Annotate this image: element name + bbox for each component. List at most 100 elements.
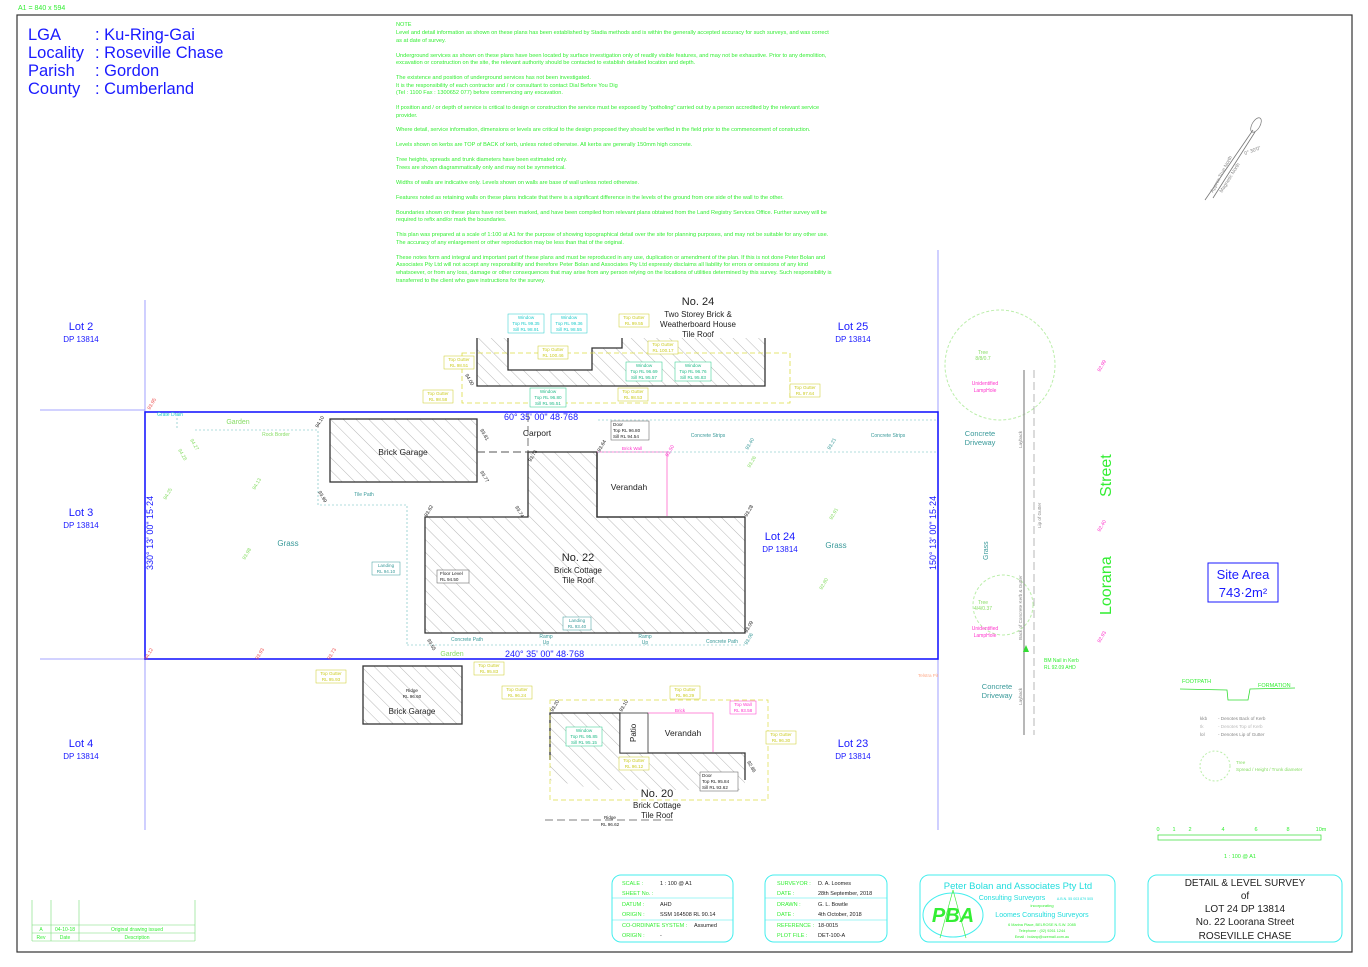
scale-tick: 2 [1188, 827, 1191, 833]
note-line: transferred to the client who gave instr… [396, 278, 546, 284]
carport-label: Carport [523, 428, 552, 438]
window-label: Sill RL 98.91 [513, 327, 539, 332]
note-line: whatsoever, or from any loss, damage or … [395, 270, 832, 276]
info-key: SURVEYOR : [777, 881, 811, 887]
lga-value: : Ku-Ring-Gai [95, 26, 195, 44]
note-line: Associates Pty Ltd will not accept any r… [396, 262, 808, 268]
house-desc: Brick Cottage [554, 566, 603, 575]
ramp-label: Ramp [638, 634, 652, 640]
spot-level: 92.80 [819, 577, 831, 591]
window-label: Sill RL 95.57 [631, 375, 657, 380]
legend-code: kkb [1200, 716, 1208, 721]
note-line: Tree heights, spreads and trunk diameter… [396, 157, 568, 163]
landing-label: Landing [569, 618, 586, 623]
info-value: SSM 164508 RL 90.14 [660, 912, 715, 918]
info-value: 28th September, 2018 [818, 891, 872, 897]
window-label: Sill RL 95.83 [680, 375, 706, 380]
gutter-label: Top Gutter [542, 347, 564, 352]
note-line: Trees are shown diagrammatically only an… [396, 165, 566, 171]
spot-level: 93.64 [597, 439, 609, 453]
window-label: Top RL 99.36 [555, 321, 583, 326]
spot-level: 92.99 [1097, 359, 1109, 373]
gutter-label: RL 95.83 [480, 669, 499, 674]
note-line: Where detail, service information, dimen… [396, 127, 811, 133]
gutter-label: RL 100.17 [652, 348, 673, 353]
location-block: LGA : Ku-Ring-Gai Locality : Roseville C… [28, 26, 223, 98]
info-key: REFERENCE : [777, 923, 814, 929]
gutter-label: RL 98.58 [429, 397, 448, 402]
ridge-label: RL 96.62 [601, 822, 620, 827]
info-value: 18-0015 [818, 923, 838, 929]
spot-level: 93.93 [255, 647, 267, 661]
scale-tick: 6 [1254, 827, 1257, 833]
landing-label: Landing [378, 563, 395, 568]
grass-label: Grass [277, 539, 298, 548]
gutter-label: Top Gutter [448, 357, 470, 362]
title-box: DETAIL & LEVEL SURVEY of LOT 24 DP 13814… [1147, 874, 1343, 943]
gutter-label: RL 96.12 [625, 764, 644, 769]
brick-wall [648, 712, 714, 752]
paths [176, 414, 938, 646]
spot-level: 92.40 [1097, 519, 1109, 533]
lot-dp: DP 13814 [835, 752, 871, 761]
scale-tick: 0 [1156, 827, 1159, 833]
formation-label: FORMATION [1258, 683, 1291, 689]
lip-label: Lip of Gutter [1037, 502, 1042, 528]
legend-tree-desc: Spread / Height / Trunk diameter [1236, 767, 1303, 772]
brick-garage [329, 418, 478, 483]
window-label: Window [685, 363, 702, 368]
window-label: Top RL 96.76 [679, 369, 707, 374]
window-label: Window [576, 728, 593, 733]
tree-canopy-icon [972, 574, 1034, 636]
floor-level-label: Floor Level [440, 571, 463, 576]
lamphole-label: LampHole [974, 388, 997, 394]
revision-header: Description [124, 935, 149, 941]
company-sub: Consulting Surveyors [979, 895, 1046, 902]
lot-dp: DP 13814 [835, 335, 871, 344]
driveway-label: Driveway [965, 438, 996, 447]
lower-gutter-labels: Top Gutter RL 95.93 Top Gutter RL 95.83 … [315, 661, 797, 771]
landing-label: RL 93.40 [568, 624, 587, 629]
spot-level: 93.55 [425, 638, 437, 652]
legend-desc: - Denotes Top of Kerb [1218, 724, 1263, 729]
benchmark-label: BM Nail in Kerb [1044, 658, 1079, 664]
lot-label: Lot 4 [69, 738, 93, 750]
gutter-label: Top Gutter [770, 732, 792, 737]
door-label: Sill RL 94.54 [613, 434, 639, 439]
note-line: It is the responsibility of each contrac… [396, 83, 618, 89]
declination-label: 0° 30'0" [1244, 145, 1262, 157]
spot-level: 93.20 [550, 699, 562, 713]
gutter-label: Top Gutter [652, 342, 674, 347]
revision-desc: Original drawing issued [111, 927, 163, 933]
door-label: Top RL 95.84 [702, 779, 730, 784]
info-key: DATE : [777, 912, 795, 918]
driveway-label: Concrete [982, 682, 1012, 691]
spot-level: 93.28 [744, 504, 756, 518]
brick-garage-label: Brick Garage [378, 447, 428, 457]
spot-level: 94.00 [463, 373, 475, 387]
benchmark-icon [1023, 645, 1029, 652]
spot-level: 94.12 [144, 647, 156, 661]
garden-label: Garden [226, 419, 249, 426]
note-line: required to refix and/or mark the bounda… [396, 217, 507, 223]
info-key: DATUM : [622, 902, 645, 908]
gutter-label: RL 98.51 [450, 363, 469, 368]
tree-legend-icon [1199, 750, 1231, 782]
note-line: If position and / or depth of service is… [396, 105, 819, 111]
window-label: Window [561, 315, 578, 320]
info-value: D. A. Loomes [818, 881, 851, 887]
note-line: This plan was prepared at a scale of 1:1… [396, 232, 829, 238]
info-value: DET-100-A [818, 933, 846, 939]
legend-desc: - Denotes Lip of Gutter [1218, 732, 1265, 737]
site-area-box [1207, 562, 1279, 603]
house-number: No. 20 [641, 788, 673, 800]
notes-heading: NOTE [396, 22, 412, 28]
site-surface-labels: Grass Grass Garden Garden Rock Border Ti… [157, 412, 906, 658]
lamphole-label: LampHole [974, 633, 997, 639]
scale-tick: 10m [1316, 827, 1327, 833]
info-key: DRAWN : [777, 902, 801, 908]
sheet-size-label: A1 = 840 x 594 [18, 5, 65, 12]
note-line: Levels shown on kerbs are TOP of BACK of… [396, 142, 693, 148]
gutter-label: Top Gutter [622, 389, 644, 394]
parish-value: : Gordon [95, 62, 159, 80]
